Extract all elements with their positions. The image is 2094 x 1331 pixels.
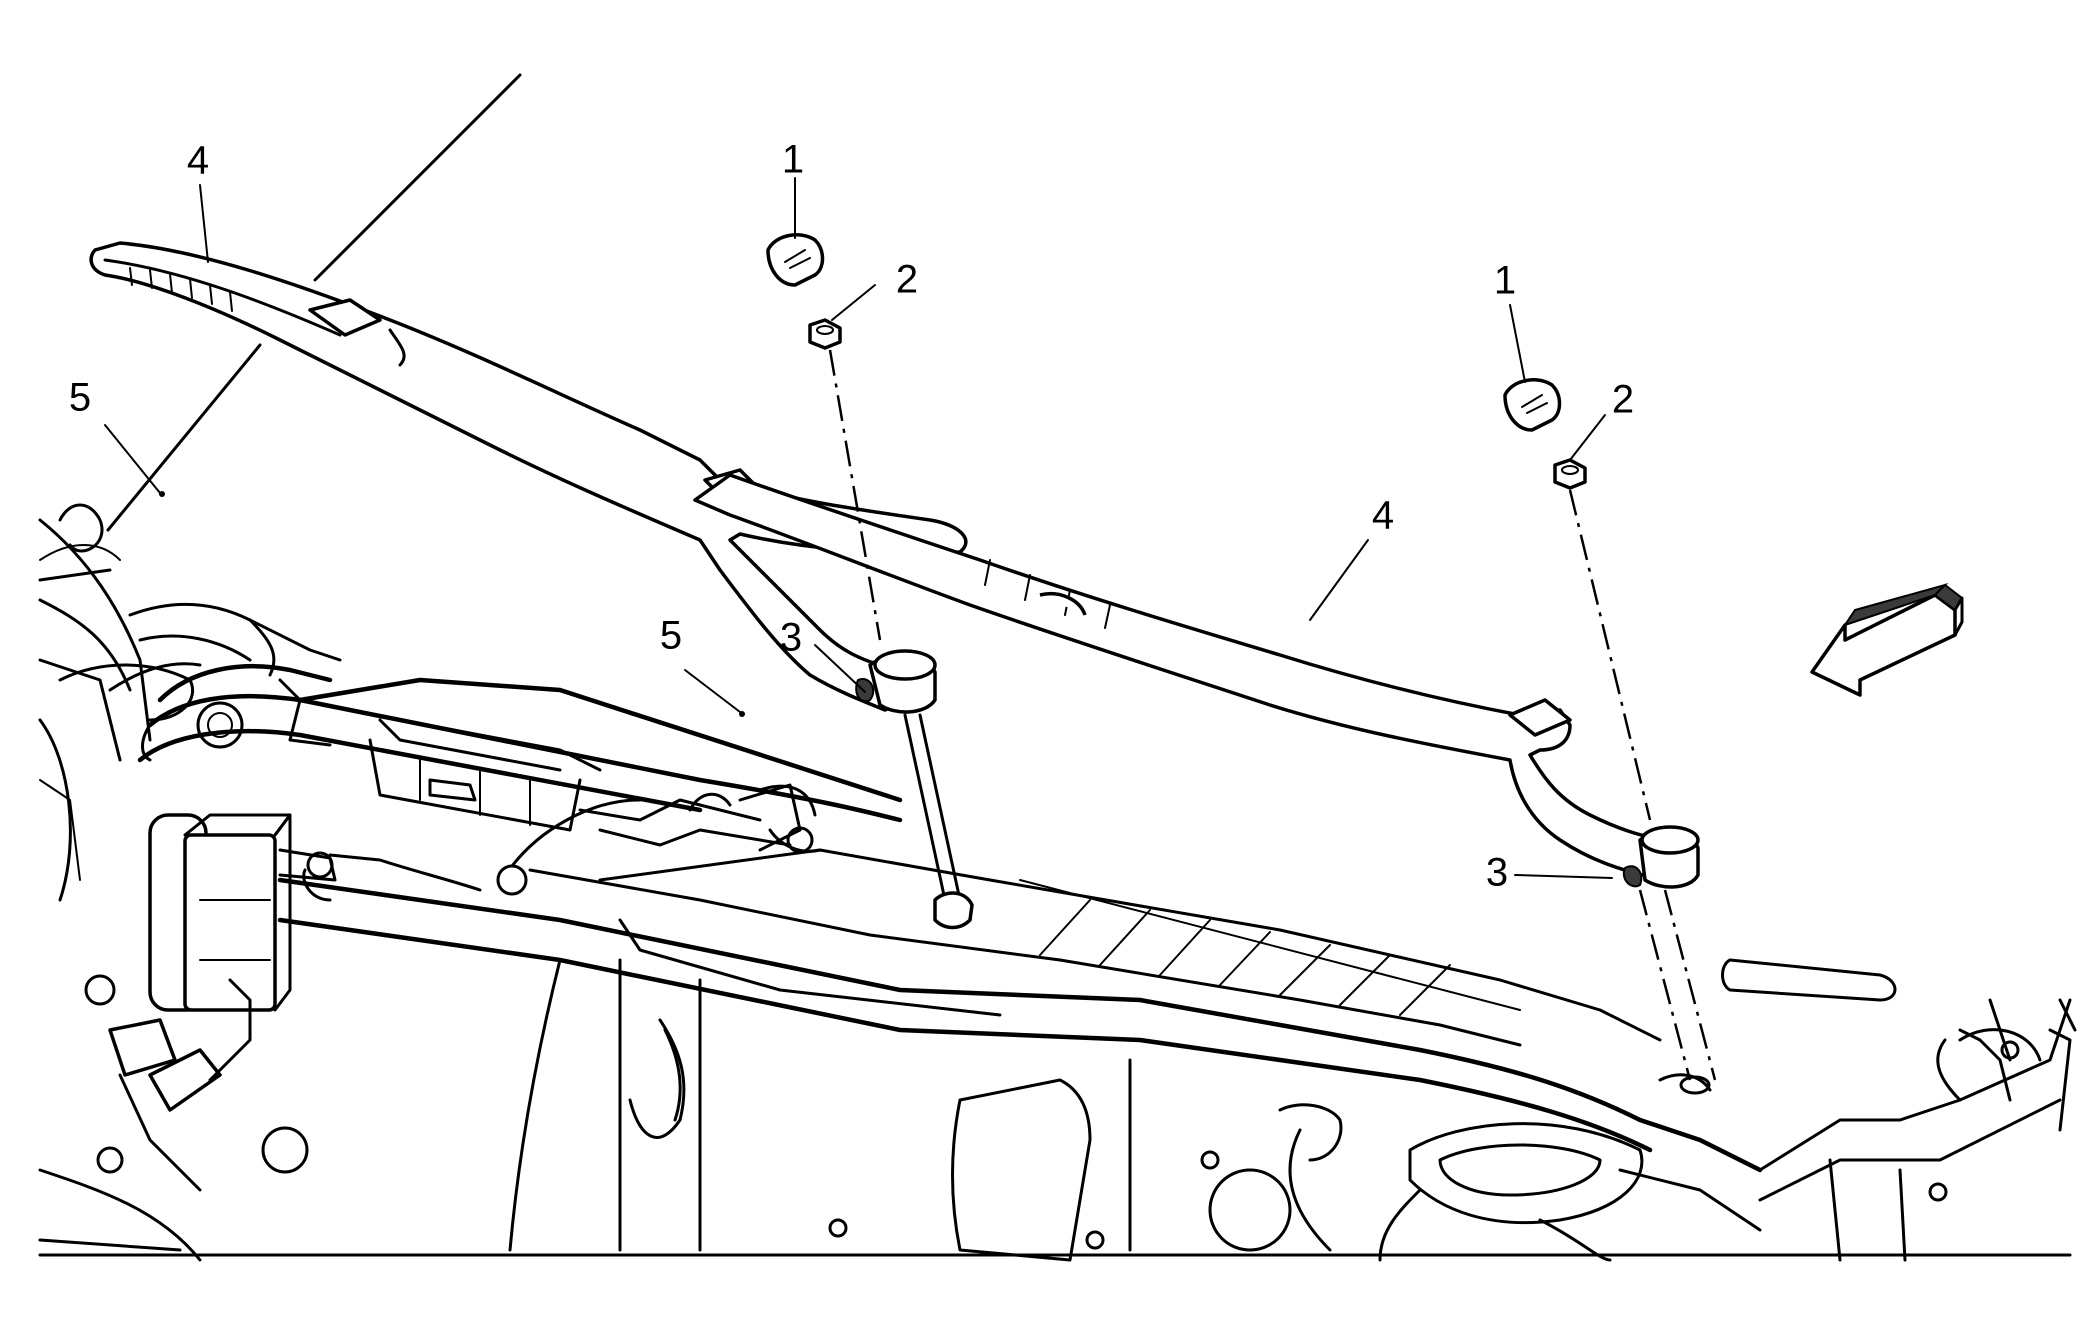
callout-2-right: 2 — [1612, 378, 1634, 422]
front-direction-arrow-icon — [1810, 583, 1964, 697]
nut-cap-left — [766, 233, 825, 287]
nut-right — [1553, 458, 1587, 490]
callout-5-left: 5 — [69, 376, 91, 420]
wiper-arm-left — [89, 241, 968, 714]
callout-1-left: 1 — [782, 138, 804, 182]
callout-leaders — [104, 177, 1613, 879]
electrical-connector — [108, 978, 252, 1192]
callout-4-left: 4 — [187, 139, 209, 183]
callout-3-left: 3 — [780, 616, 802, 660]
nut-cap-right — [1503, 378, 1562, 432]
wiper-arm-right — [693, 473, 1700, 889]
callout-3-right: 3 — [1486, 851, 1508, 895]
windshield-edge — [38, 73, 522, 582]
callout-5-mid: 5 — [660, 614, 682, 658]
callout-labels: 4 1 2 1 2 4 5 5 3 3 — [69, 138, 1634, 895]
pivot-shafts — [828, 349, 1717, 1081]
wiper-motor-module — [148, 813, 337, 1012]
callout-1-right: 1 — [1494, 259, 1516, 303]
nut-left — [808, 318, 842, 350]
vehicle-body-structure — [38, 503, 2077, 1262]
callout-4-right: 4 — [1372, 494, 1394, 538]
callout-2-left: 2 — [896, 258, 918, 302]
